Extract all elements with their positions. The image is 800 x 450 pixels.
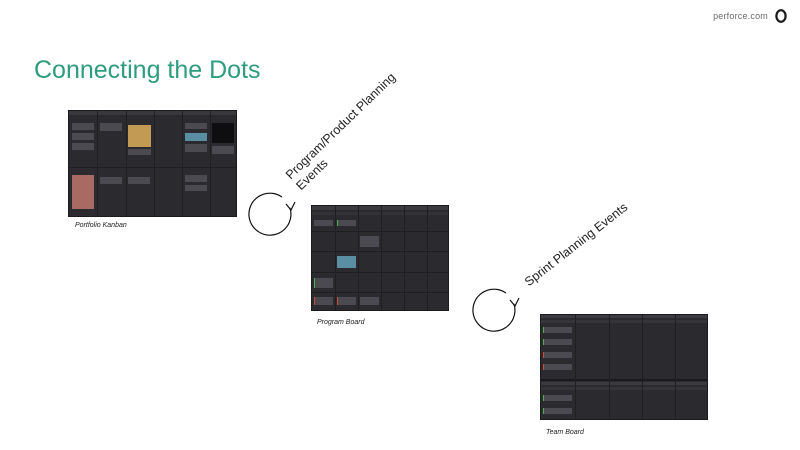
portfolio-kanban-caption: Portfolio Kanban xyxy=(75,222,127,229)
team-board-caption: Team Board xyxy=(546,429,584,436)
sprint-planning-line1: Sprint Planning Events xyxy=(522,200,631,290)
program-planning-label: Program/Product Planning Events xyxy=(283,70,409,193)
brand-header: perforce.com xyxy=(713,9,788,23)
program-planning-line1: Program/Product Planning xyxy=(283,70,399,183)
perforce-logo-icon xyxy=(775,9,787,23)
cycle-arrow-icon xyxy=(248,192,296,236)
team-board-screenshot xyxy=(540,314,708,420)
slide-title: Connecting the Dots xyxy=(34,56,261,84)
sprint-planning-label: Sprint Planning Events xyxy=(522,200,631,290)
program-planning-line2: Events xyxy=(293,156,331,193)
program-board-screenshot xyxy=(311,205,449,311)
portfolio-kanban-screenshot xyxy=(68,110,237,217)
program-board-caption: Program Board xyxy=(317,319,365,326)
brand-text: perforce.com xyxy=(713,11,768,21)
cycle-arrow-icon xyxy=(472,288,520,332)
